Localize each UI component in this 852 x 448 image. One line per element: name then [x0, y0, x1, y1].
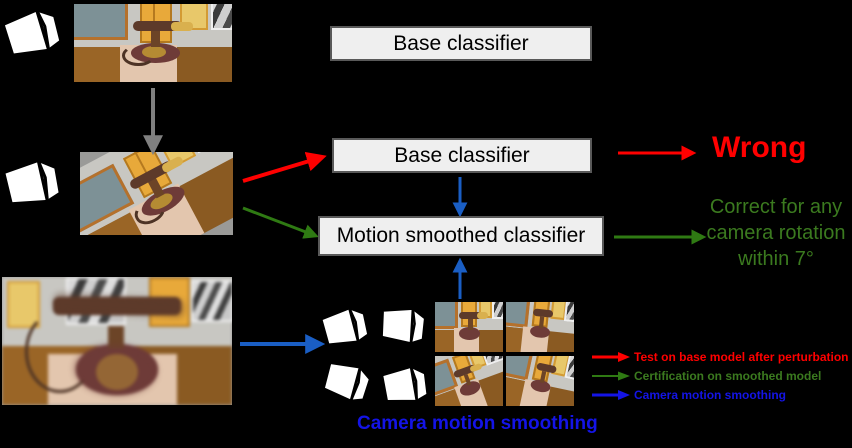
camera-icon	[378, 361, 431, 409]
arrow-right-green-icon	[242, 206, 319, 239]
scene-motion-smoothed-render	[2, 277, 232, 405]
legend: Test on base model after perturbation Ce…	[592, 349, 850, 407]
motion-smoothed-classifier-box[interactable]: Motion smoothed classifier	[318, 216, 604, 256]
camera-icon	[376, 302, 428, 349]
legend-item-red: Test on base model after perturbation	[592, 349, 848, 365]
legend-item-blue: Camera motion smoothing	[592, 387, 786, 403]
camera-motion-smoothing-caption: Camera motion smoothing	[357, 413, 598, 434]
base-classifier-box-middle[interactable]: Base classifier	[332, 138, 592, 173]
base-classifier-box-top[interactable]: Base classifier	[330, 26, 592, 61]
camera-icon	[0, 153, 64, 212]
camera-icon	[317, 354, 376, 409]
camera-icon	[316, 301, 372, 352]
wrong-result-label: Wrong	[712, 131, 807, 164]
arrow-right-red-icon	[592, 352, 630, 362]
scene-sample-2	[506, 302, 574, 352]
arrow-right-blue-icon	[592, 390, 630, 400]
legend-label-red: Test on base model after perturbation	[634, 350, 849, 364]
legend-label-green: Certification on smoothed model	[634, 369, 822, 383]
camera-icon	[0, 2, 65, 65]
scene-rotated-render	[80, 152, 233, 235]
legend-label-blue: Camera motion smoothing	[634, 388, 787, 402]
correct-result-label: Correct for any camera rotation within 7…	[706, 196, 846, 270]
arrow-right-red-icon	[242, 151, 327, 183]
scene-sample-3	[435, 356, 503, 406]
scene-sample-1	[435, 302, 503, 352]
arrow-right-green-icon	[592, 371, 630, 381]
scene-clean-render	[74, 4, 232, 82]
scene-sample-4	[506, 356, 574, 406]
legend-item-green: Certification on smoothed model	[592, 368, 821, 384]
